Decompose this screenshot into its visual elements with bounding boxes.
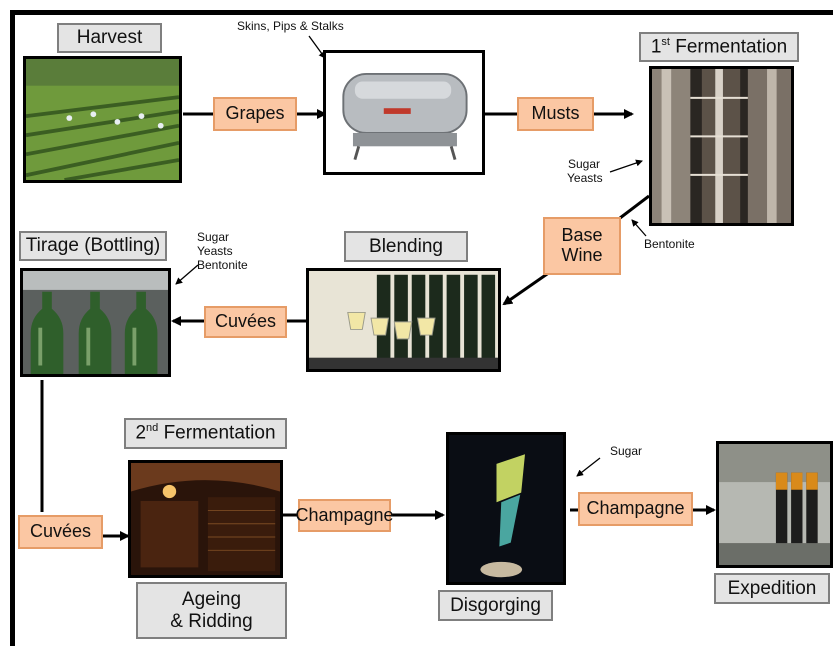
harvest-photo (23, 56, 182, 183)
note-bentonite-tirage: Bentonite (197, 258, 248, 272)
product-champagne-1: Champagne (295, 499, 394, 532)
blending-glasses-photo (306, 268, 501, 372)
stage-expedition: Expedition (714, 573, 830, 604)
press-photo (323, 50, 485, 175)
stage-ageing-ridding: Ageing& Ridding (136, 582, 287, 639)
disgorging-photo (446, 432, 566, 585)
note-yeasts-tirage: Yeasts (197, 244, 233, 258)
expedition-photo (716, 441, 833, 568)
connector-fermentation-basewine (619, 194, 650, 220)
ageing-cellar-photo (128, 460, 283, 578)
note-sugar-fermentation: Sugar (568, 157, 601, 171)
note-sugar-tirage: Sugar (197, 230, 230, 244)
arrow-basewine-blending (502, 270, 551, 306)
note-bentonite-fermentation: Bentonite (644, 237, 695, 251)
diagram-border-left (10, 10, 15, 646)
stage-tirage: Tirage (Bottling) (19, 231, 167, 261)
stage-blending: Blending (344, 231, 468, 262)
product-grapes: Grapes (213, 97, 297, 131)
fermentation-tanks-photo (649, 66, 794, 226)
tirage-bottles-photo (20, 268, 171, 377)
note-arrow-bentonite (631, 219, 647, 237)
note-arrow-sugar-yeasts (609, 159, 643, 173)
product-cuvees-top: Cuvées (204, 306, 287, 338)
note-arrow-tirage-additions (175, 264, 199, 285)
note-yeasts-fermentation: Yeasts (567, 171, 603, 185)
product-musts: Musts (517, 97, 594, 131)
product-cuvees-bottom: Cuvées (18, 515, 103, 549)
diagram-border-top (10, 10, 833, 15)
note-sugar-disgorging: Sugar (610, 444, 643, 458)
stage-second-fermentation: 2nd Fermentation (124, 418, 287, 449)
note-skins-pips-stalks: Skins, Pips & Stalks (237, 19, 344, 33)
stage-harvest: Harvest (57, 23, 162, 53)
stage-first-fermentation: 1st Fermentation (639, 32, 799, 62)
product-champagne-2: Champagne (578, 492, 693, 526)
note-arrow-skins (308, 35, 326, 59)
stage-disgorging: Disgorging (438, 590, 553, 621)
note-arrow-sugar-disgorging (576, 457, 601, 477)
